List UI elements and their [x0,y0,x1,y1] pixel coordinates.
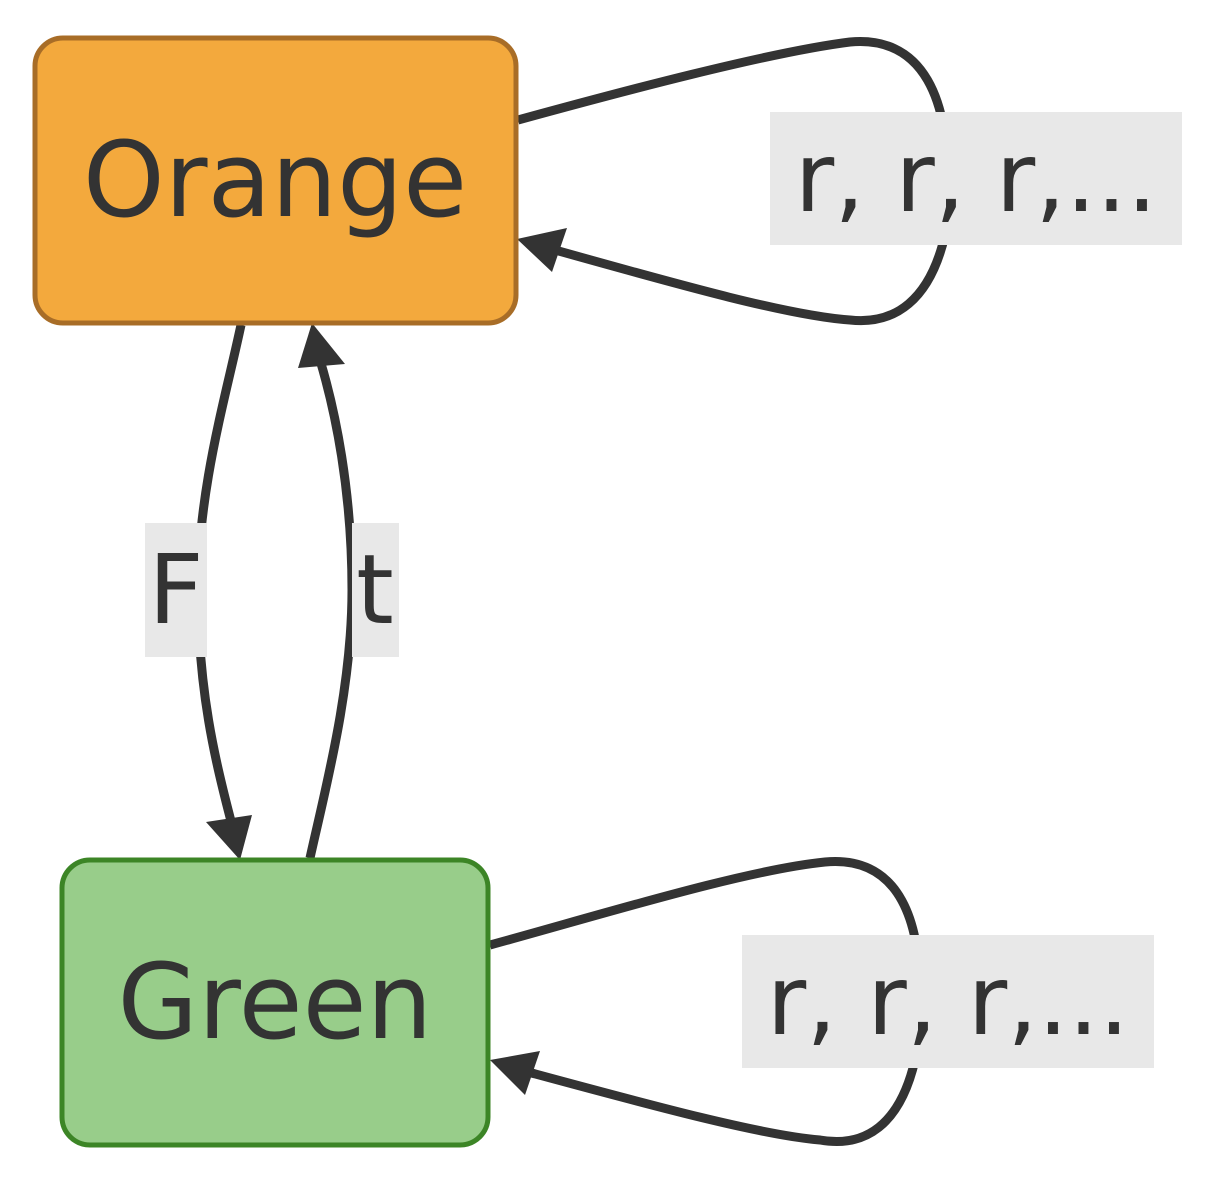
edge-green-to-orange-path [305,358,357,859]
edge-label-orange-self-loop: r, r, r,... [770,112,1182,245]
node-orange-box [32,35,519,326]
node-orange[interactable]: Orange [32,35,519,326]
arrowhead-green-self-loop [490,1051,540,1095]
arrowhead-green-to-orange [298,323,345,368]
edge-label-text: r, r, r,... [795,122,1158,234]
node-green-box [59,857,491,1148]
edge-label-green-self-loop: r, r, r,... [742,935,1154,1068]
node-orange-label: Orange [83,119,467,241]
arrowhead-orange-self-loop [517,228,567,272]
edge-label-text: r, r, r,... [767,945,1130,1057]
arrowhead-orange-to-green [206,815,252,860]
edge-green-to-orange [298,323,357,859]
edge-label-bg [145,523,207,657]
node-green-label: Green [118,941,433,1063]
edge-label-bg [770,112,1182,245]
node-green[interactable]: Green [59,857,491,1148]
edge-label-green-to-orange: t [352,523,399,657]
edge-label-bg [742,935,1154,1068]
edge-label-text: F [148,534,203,646]
edge-label-bg [352,523,399,657]
edge-label-orange-to-green: F [145,523,207,657]
edge-label-text: t [356,534,394,646]
